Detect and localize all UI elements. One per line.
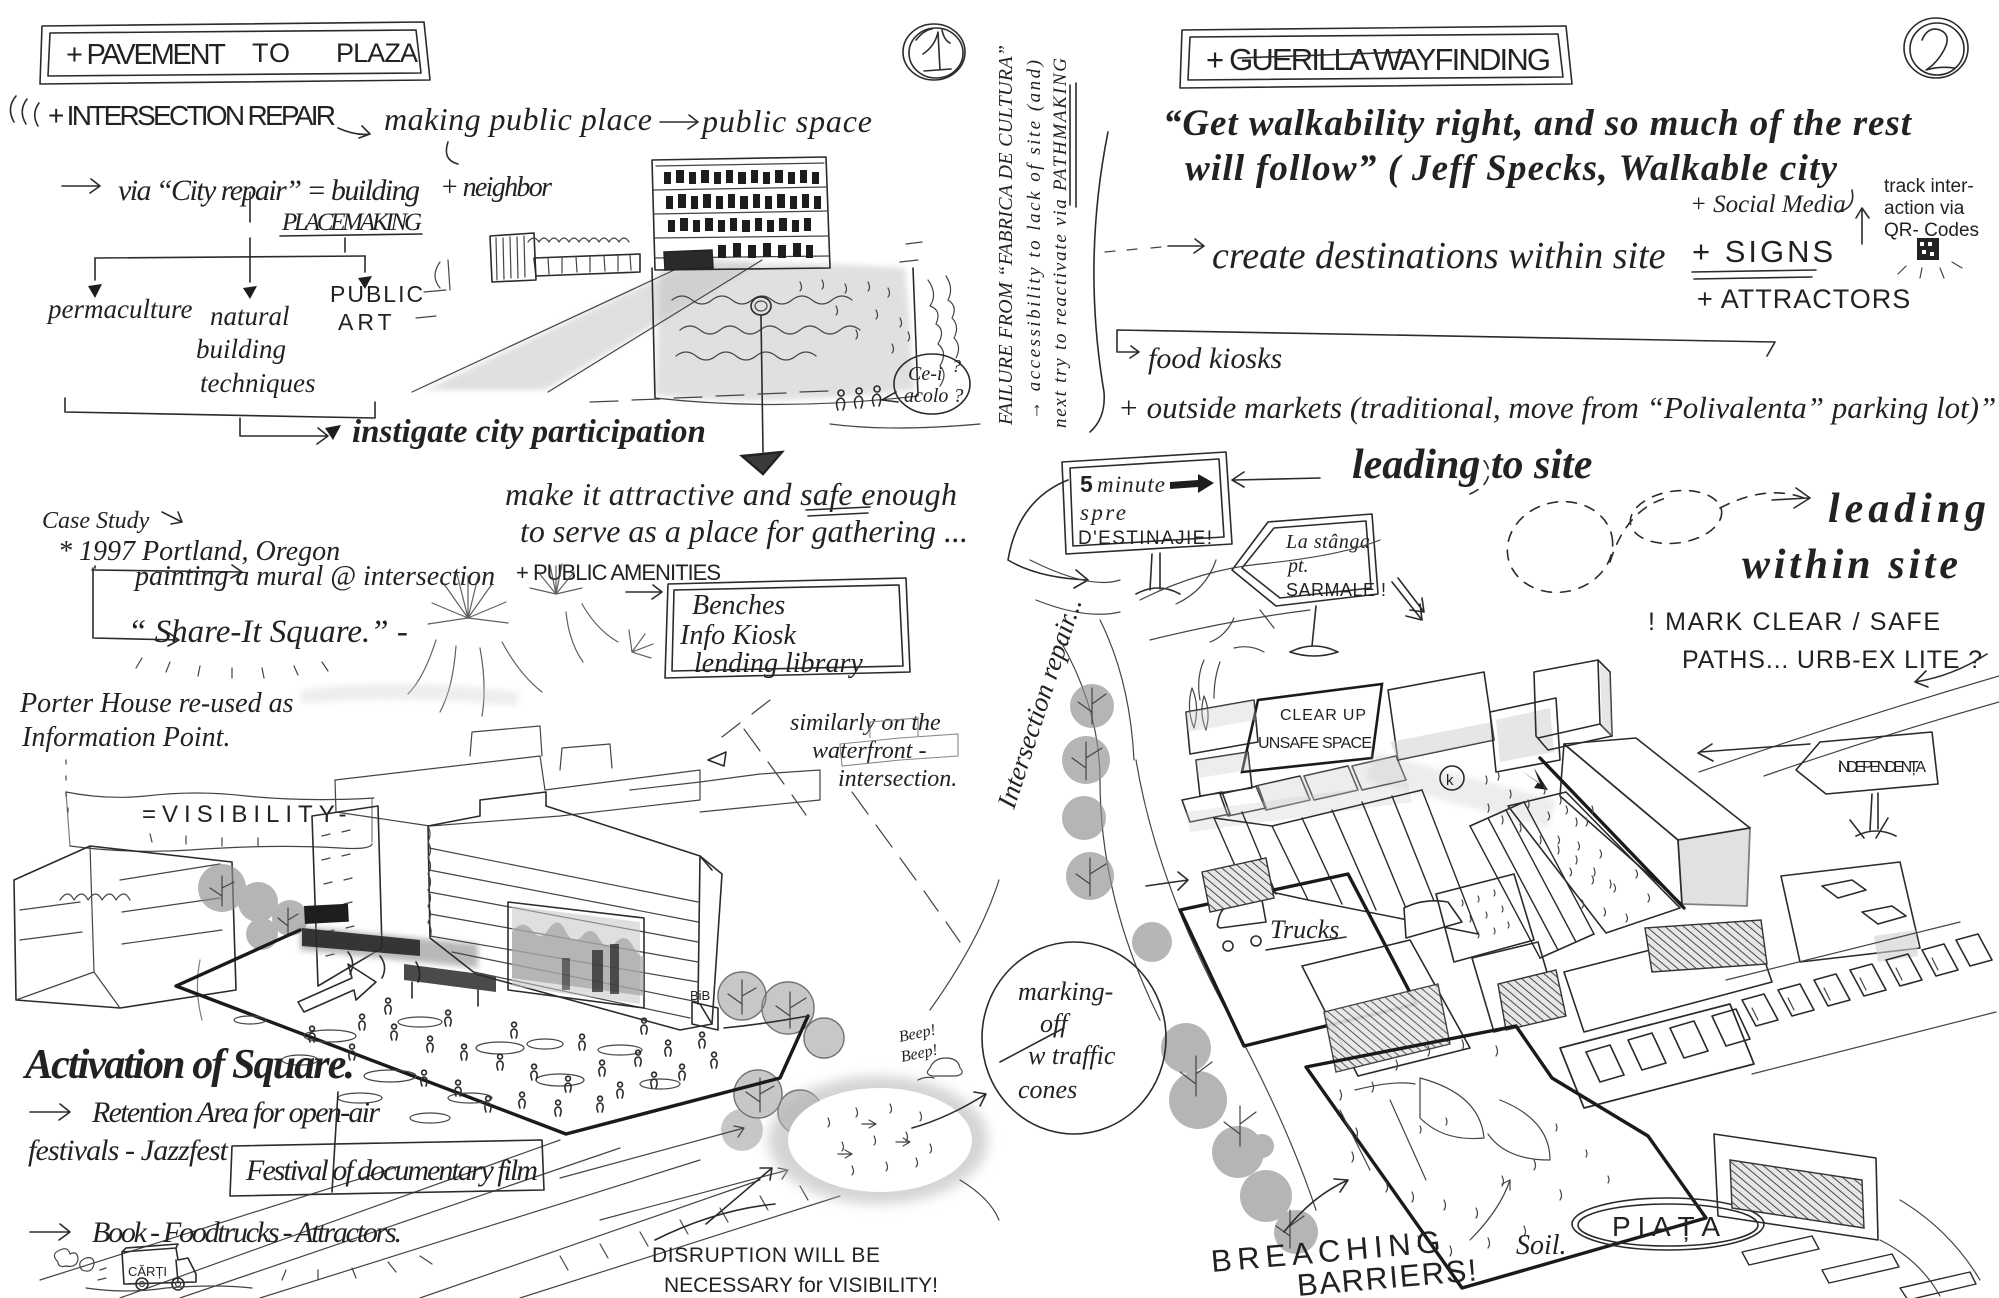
- svg-text:leading to site: leading to site: [1352, 442, 1592, 488]
- svg-text:PIAȚA: PIAȚA: [1612, 1211, 1724, 1242]
- svg-text:+ PUBLIC AMENITIES: + PUBLIC AMENITIES: [516, 560, 721, 585]
- svg-text:acolo ?: acolo ?: [904, 385, 963, 407]
- svg-text:lending library: lending library: [694, 648, 863, 679]
- svg-text:+ outside markets (traditional: + outside markets (traditional, move fro…: [1118, 390, 1996, 425]
- svg-text:CĂRȚI: CĂRȚI: [128, 1264, 167, 1279]
- svg-text:PUBLIC: PUBLIC: [330, 281, 425, 307]
- svg-text:track inter-: track inter-: [1884, 176, 1974, 197]
- svg-text:“Get walkability right, and so: “Get walkability right, and so much of t…: [1163, 103, 1913, 144]
- svg-text:public space: public space: [700, 103, 872, 139]
- svg-text:Case Study: Case Study: [42, 508, 150, 534]
- svg-text:+ neighbor: + neighbor: [440, 172, 552, 203]
- svg-text:PLACEMAKING: PLACEMAKING: [281, 209, 422, 236]
- svg-text:festivals - Jazzfest: festivals - Jazzfest: [28, 1134, 229, 1167]
- svg-text:cones: cones: [1018, 1075, 1077, 1104]
- svg-text:iNDEPENDENȚA: iNDEPENDENȚA: [1838, 759, 1926, 776]
- svg-text:SARMALE !: SARMALE !: [1286, 580, 1386, 600]
- svg-text:5: 5: [1080, 471, 1093, 497]
- svg-text:via “City repair” = building: via “City repair” = building: [118, 174, 420, 207]
- svg-text:PATHS... URB-EX LITE ?: PATHS... URB-EX LITE ?: [1682, 646, 1982, 674]
- svg-text:UNSAFE SPACE: UNSAFE SPACE: [1258, 735, 1372, 752]
- svg-text:+ Social Media: + Social Media: [1690, 191, 1846, 218]
- svg-text:Retention Area for open-air: Retention Area for open-air: [91, 1096, 380, 1129]
- svg-text:CLEAR UP: CLEAR UP: [1280, 707, 1366, 724]
- svg-text:“ Share-It Square.” -: “ Share-It Square.” -: [128, 614, 408, 650]
- svg-text:QR- Codes: QR- Codes: [1884, 220, 1979, 241]
- svg-text:Activation of Square.: Activation of Square.: [22, 1042, 355, 1088]
- svg-text:instigate city participation: instigate city participation: [352, 414, 706, 450]
- svg-text:marking-: marking-: [1018, 977, 1113, 1006]
- svg-text:similarly on the: similarly on the: [790, 710, 941, 736]
- svg-text:will follow” ( Jeff Specks,: will follow” ( Jeff Specks, Walkable cit…: [1185, 148, 1838, 189]
- svg-text:Book - Foodtrucks - Attractors: Book - Foodtrucks - Attractors.: [92, 1216, 402, 1249]
- svg-text:Porter House re-used as: Porter House re-used as: [19, 688, 294, 719]
- svg-text:to serve as a place for gather: to serve as a place for gathering ...: [520, 513, 968, 549]
- svg-text:+ SIGNS: + SIGNS: [1692, 234, 1836, 269]
- svg-text:INFO×: INFO×: [308, 907, 344, 923]
- svg-text:intersection.: intersection.: [838, 766, 957, 792]
- svg-text:Festival of documentary film: Festival of documentary film: [245, 1154, 538, 1187]
- svg-text:+ PAVEMENT: + PAVEMENT: [66, 39, 226, 71]
- svg-text:Soil.: Soil.: [1516, 1230, 1567, 1261]
- svg-text:building: building: [196, 334, 286, 364]
- svg-text:BiB: BiB: [690, 988, 710, 1003]
- svg-text:techniques: techniques: [200, 368, 315, 398]
- svg-text:Information Point.: Information Point.: [21, 722, 230, 753]
- svg-text:making public place: making public place: [384, 101, 652, 137]
- svg-text:spre: spre: [1080, 500, 1126, 525]
- svg-text:DISRUPTION WILL BE: DISRUPTION WILL BE: [652, 1244, 880, 1267]
- svg-text:permaculture: permaculture: [46, 294, 192, 324]
- svg-text:food kiosks: food kiosks: [1148, 342, 1282, 375]
- svg-text:ART: ART: [338, 309, 396, 335]
- svg-text:painting a mural @ intersectio: painting a mural @ intersection: [133, 561, 495, 592]
- svg-text:→ accessibility to lack of sit: → accessibility to lack of site (and): [1024, 60, 1045, 420]
- svg-text:action via: action via: [1884, 198, 1965, 219]
- svg-text:TO: TO: [252, 38, 290, 68]
- svg-text:La stânga: La stânga: [1285, 531, 1370, 553]
- svg-text:+ GUERILLA WAYFINDING: + GUERILLA WAYFINDING: [1206, 42, 1551, 77]
- svg-text:FAILURE FROM “FABRICA DE C: FAILURE FROM “FABRICA DE CULTURA”: [995, 45, 1017, 426]
- svg-text:within site: within site: [1742, 542, 1958, 588]
- svg-text:?: ?: [952, 356, 961, 376]
- svg-text:Benches: Benches: [692, 590, 785, 621]
- svg-text:! MARK CLEAR / SAFE: ! MARK CLEAR / SAFE: [1648, 608, 1940, 636]
- svg-text:+ INTERSECTION REPAIR: + INTERSECTION REPAIR: [48, 100, 336, 131]
- svg-text:+ ATTRACTORS: + ATTRACTORS: [1697, 284, 1911, 314]
- svg-text:make it attractive and safe en: make it attractive and safe enough: [505, 476, 957, 512]
- svg-text:w traffic: w traffic: [1028, 1041, 1116, 1070]
- svg-text:waterfront -: waterfront -: [812, 738, 926, 764]
- svg-text:next try to reactivate via PA: next try to reactivate via PATHMAKING: [1050, 58, 1071, 428]
- svg-text:NECESSARY for VISIBILITY!: NECESSARY for VISIBILITY!: [664, 1274, 938, 1297]
- svg-text:create destinations within sit: create destinations within site: [1212, 235, 1666, 277]
- svg-text:off: off: [1040, 1009, 1071, 1038]
- svg-text:natural: natural: [210, 301, 290, 331]
- svg-text:leading: leading: [1828, 486, 1986, 532]
- svg-text:PLAZA: PLAZA: [336, 38, 418, 68]
- svg-text:D'ESTINAJIE!: D'ESTINAJIE!: [1078, 528, 1212, 549]
- svg-text:k: k: [1446, 772, 1454, 789]
- svg-text:Ce-i: Ce-i: [908, 363, 942, 385]
- svg-text:* 1997 Portland, Oregon: * 1997 Portland, Oregon: [58, 536, 340, 567]
- svg-text:Info Kiosk: Info Kiosk: [679, 620, 796, 651]
- svg-text:minute: minute: [1097, 472, 1165, 497]
